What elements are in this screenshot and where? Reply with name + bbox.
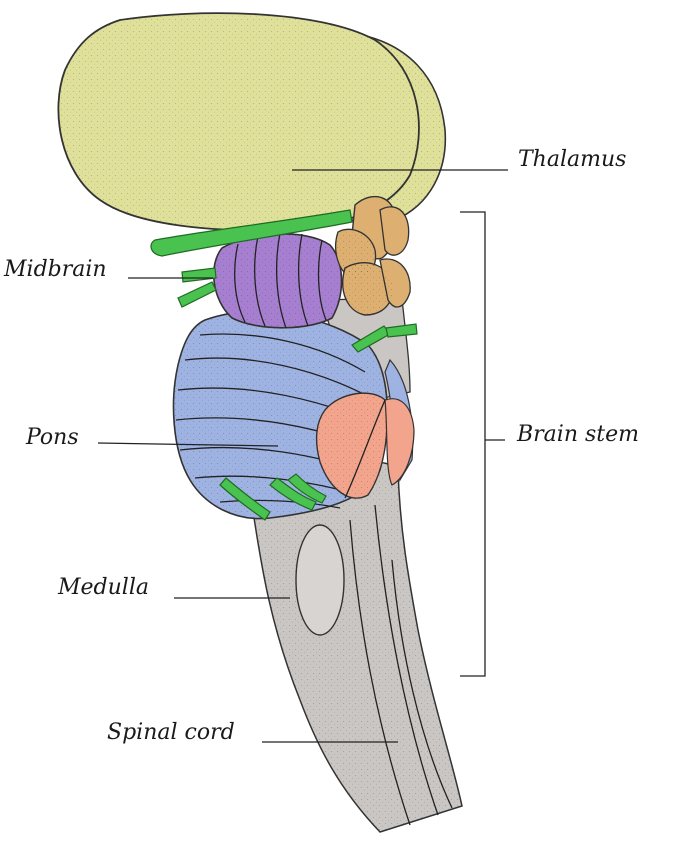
pons-leader	[97, 442, 279, 447]
label-thalamus: Thalamus	[518, 147, 626, 172]
label-midbrain: Midbrain	[3, 257, 107, 282]
cerebellar-peduncle-shape	[315, 392, 415, 499]
label-brain-stem: Brain stem	[516, 422, 639, 447]
thalamus-shape	[57, 12, 447, 232]
midbrain-shape	[212, 232, 343, 329]
brain-stem-bracket	[460, 211, 486, 677]
colliculi-shape	[335, 195, 411, 316]
spinal-cord-medulla-shape	[251, 461, 463, 833]
nerves-shape	[150, 209, 418, 521]
label-pons: Pons	[25, 425, 79, 450]
label-medulla: Medulla	[57, 575, 149, 600]
label-spinal-cord: Spinal cord	[107, 720, 235, 745]
olive-shape	[295, 524, 345, 636]
